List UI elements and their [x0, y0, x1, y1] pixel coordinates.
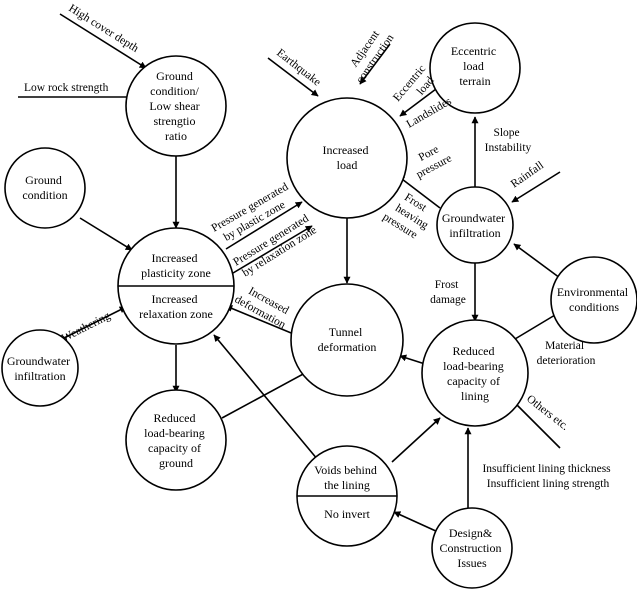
node-relaxation-text: Increased relaxation zone — [139, 292, 213, 321]
node-increased-load — [286, 97, 408, 219]
label-slope-instability: Slope Instability — [485, 127, 532, 154]
node-groundwater-left — [1, 329, 79, 407]
arrows — [18, 13, 561, 533]
arrow-reduced-ground-to-deformation — [221, 365, 319, 419]
node-environmental-text: Environmental conditions — [557, 285, 631, 314]
node-increased-load-text: Increased load — [323, 143, 372, 172]
arrow-ground-condition-to-plasticity — [79, 217, 133, 251]
arrow-earthquake — [267, 57, 319, 97]
node-dividers — [118, 285, 397, 497]
label-high-cover-depth: High cover depth — [66, 2, 140, 55]
node-texts: Ground condition/ Low shear strengtio ra… — [7, 44, 631, 570]
node-reduced-lining — [421, 319, 529, 427]
arrow-rainfall — [511, 171, 561, 203]
node-eccentric-terrain-text: Eccentric load terrain — [451, 44, 499, 88]
label-rainfall: Rainfall — [509, 159, 546, 190]
node-design-construction-text: Design& Construction Issues — [440, 526, 505, 570]
label-weathering: Weathering — [60, 310, 113, 345]
label-increased-deformation: Increased deformation — [233, 281, 295, 331]
arrow-material-deterioration — [509, 311, 561, 343]
arrow-groundwater-to-load — [397, 175, 441, 209]
arrow-pressure-plastic — [225, 201, 303, 250]
arrow-pressure-relaxation — [227, 225, 313, 277]
node-groundwater-right — [436, 186, 514, 264]
arrow-high-cover-depth — [59, 13, 147, 69]
arrow-labels: High cover depth Low rock strength Weath… — [24, 2, 613, 490]
node-environmental — [550, 256, 637, 344]
node-voids-text: Voids behind the lining — [314, 463, 380, 492]
arrow-adjacent-construction — [359, 43, 391, 85]
arrow-others — [511, 399, 561, 449]
node-groundwater-right-text: Groundwater infiltration — [442, 211, 508, 240]
node-ground-low-shear-text: Ground condition/ Low shear strengtio ra… — [149, 69, 202, 143]
label-adjacent-construction: Adjacent construction — [343, 24, 397, 86]
node-reduced-ground-text: Reduced load-bearing capacity of ground — [144, 411, 208, 470]
arrow-lining-to-deformation — [399, 354, 426, 365]
label-landslides: Landslides — [405, 95, 455, 131]
arrow-design-to-voids — [393, 511, 439, 533]
node-tunnel-deformation-text: Tunnel deformation — [318, 325, 377, 354]
node-design-construction — [431, 507, 513, 589]
arrow-increased-deformation — [225, 305, 297, 336]
label-pore-pressure: Pore pressure — [408, 140, 454, 181]
arrow-voids-to-lining — [391, 417, 441, 463]
node-plasticity-text: Increased plasticity zone — [141, 251, 211, 280]
label-others-etc: Others etc. — [524, 393, 571, 433]
node-eccentric-terrain — [429, 22, 521, 114]
node-no-invert-text: No invert — [324, 507, 370, 521]
node-reduced-lining-text: Reduced load-bearing capacity of lining — [443, 344, 507, 403]
node-tunnel-deformation — [290, 283, 404, 397]
node-ground-low-shear — [125, 55, 227, 157]
label-low-rock-strength: Low rock strength — [24, 82, 109, 94]
node-ground-condition-text: Ground condition — [22, 173, 67, 202]
node-circles — [1, 22, 637, 589]
node-groundwater-left-text: Groundwater infiltration — [7, 354, 73, 383]
node-ground-condition — [4, 147, 86, 229]
arrow-voids-to-zone — [213, 334, 319, 461]
node-reduced-ground — [125, 389, 227, 491]
arrow-environment-to-groundwater — [513, 243, 561, 279]
label-insufficient-lining: Insufficient lining thickness Insufficie… — [482, 463, 613, 490]
label-material-deterioration: Material deterioration — [537, 340, 596, 367]
label-frost-damage: Frost damage — [430, 279, 466, 306]
